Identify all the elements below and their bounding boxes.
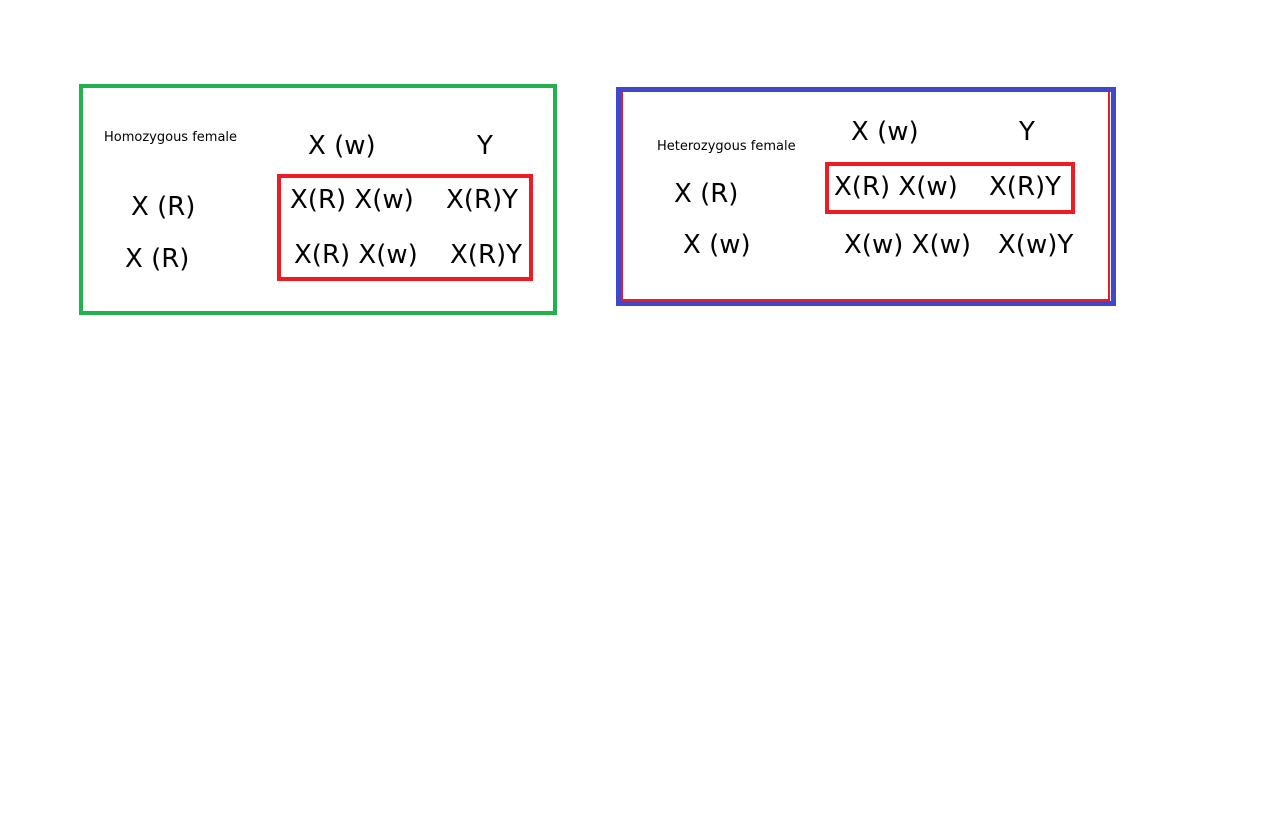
heterozygous-cell: X(w) X(w) bbox=[844, 230, 971, 260]
homozygous-highlight-box bbox=[277, 174, 533, 281]
heterozygous-cell: X(R)Y bbox=[989, 172, 1062, 202]
heterozygous-cell: X(w)Y bbox=[998, 230, 1074, 260]
homozygous-col-2: Y bbox=[477, 131, 493, 161]
homozygous-cell: X(R)Y bbox=[450, 240, 523, 270]
homozygous-cell: X(R)Y bbox=[446, 185, 519, 215]
heterozygous-col-1: X (w) bbox=[851, 117, 919, 147]
heterozygous-cell: X(R) X(w) bbox=[834, 172, 958, 202]
homozygous-col-1: X (w) bbox=[308, 131, 376, 161]
homozygous-cell: X(R) X(w) bbox=[290, 185, 414, 215]
heterozygous-punnett-square bbox=[616, 87, 1116, 306]
homozygous-row-1: X (R) bbox=[131, 192, 196, 222]
heterozygous-row-2: X (w) bbox=[683, 230, 751, 260]
heterozygous-highlight-box bbox=[825, 162, 1075, 214]
homozygous-row-2: X (R) bbox=[125, 244, 190, 274]
heterozygous-row-1: X (R) bbox=[674, 179, 739, 209]
homozygous-label: Homozygous female bbox=[104, 130, 238, 145]
heterozygous-label: Heterozygous female bbox=[657, 139, 796, 154]
homozygous-punnett-square bbox=[79, 84, 557, 315]
heterozygous-col-2: Y bbox=[1019, 117, 1035, 147]
homozygous-cell: X(R) X(w) bbox=[294, 240, 418, 270]
heterozygous-inner-border bbox=[621, 92, 1110, 301]
